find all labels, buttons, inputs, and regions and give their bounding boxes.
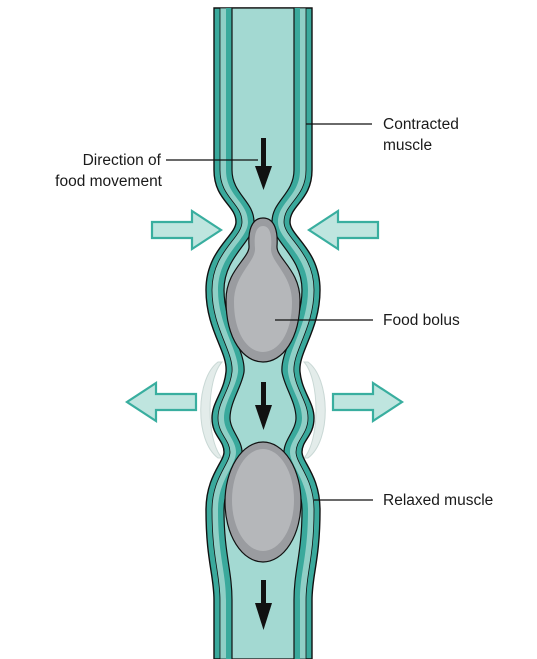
relax-arrow-right-icon [333, 383, 402, 421]
bolus-lower-highlight [232, 449, 294, 551]
food-bolus-lower [225, 442, 301, 562]
label-direction-line2: food movement [55, 173, 163, 190]
label-relaxed-muscle: Relaxed muscle [383, 492, 493, 509]
label-contracted-line2: muscle [383, 137, 432, 154]
squeeze-arrow-left-icon [152, 211, 221, 249]
label-direction-line1: Direction of [83, 152, 162, 169]
relax-arrow-left-icon [127, 383, 196, 421]
label-contracted-line1: Contracted [383, 116, 459, 133]
label-food-bolus: Food bolus [383, 312, 460, 329]
squeeze-arrow-right-icon [309, 211, 378, 249]
